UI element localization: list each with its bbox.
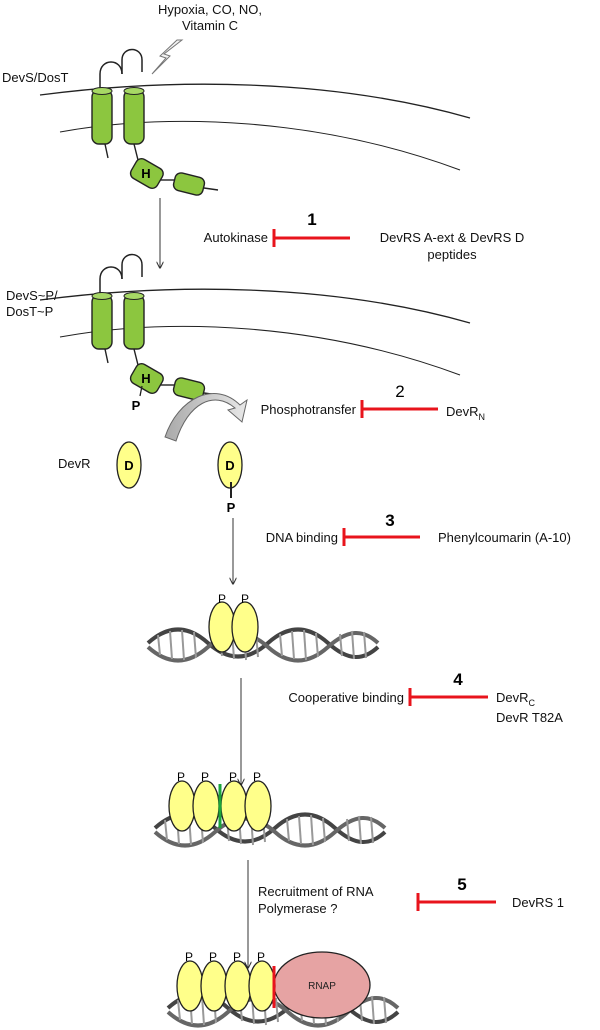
signal-line-1: Hypoxia, CO, NO, <box>158 2 262 17</box>
tetramer-p-3: P <box>229 770 237 784</box>
lightning-bolt-icon <box>151 39 184 75</box>
tetramer-p-4: P <box>253 770 261 784</box>
step-5-process-2: Polymerase ? <box>258 901 337 916</box>
step-4-inhibitor-1: DevRC <box>496 690 536 708</box>
devr-d-domain: D <box>124 458 133 473</box>
inhibition-bar-5 <box>416 893 496 911</box>
step-3-number: 3 <box>385 511 394 530</box>
signal-line-2: Vitamin C <box>182 18 238 33</box>
step-3-process: DNA binding <box>266 530 338 545</box>
step-1-inhibitor-line-1: DevRS A-ext & DevRS D <box>380 230 525 245</box>
sensor-p-label-2: DosT~P <box>6 304 53 319</box>
inhibition-bar-4 <box>408 688 488 706</box>
sensor-p-label-1: DevS~P/ <box>6 288 58 303</box>
devr-label: DevR <box>58 456 91 471</box>
step-2-process: Phosphotransfer <box>261 402 357 417</box>
step-4-number: 4 <box>453 670 463 689</box>
devr-tetramer-rnap <box>176 960 276 1012</box>
step-5-inhibitor: DevRS 1 <box>512 895 564 910</box>
rnap-label: RNAP <box>308 981 336 992</box>
sensor-label: DevS/DosT <box>2 70 69 85</box>
devr-phosphate-label: P <box>227 500 236 515</box>
rnap-p-4: P <box>257 950 265 964</box>
dimer-p-2: P <box>241 592 249 606</box>
tetramer-p-1: P <box>177 770 185 784</box>
step-3-inhibitor: Phenylcoumarin (A-10) <box>438 530 571 545</box>
sensor-kinase-top: H <box>91 48 219 196</box>
dimer-p-1: P <box>218 592 226 606</box>
sensor-phosphate-label: P <box>132 398 141 413</box>
devr-dimer <box>208 601 259 653</box>
phosphotransfer-curved-arrow <box>164 393 248 442</box>
step-2-number: 2 <box>395 382 404 401</box>
inhibition-bar-3 <box>342 528 420 546</box>
h-domain-label: H <box>141 166 150 181</box>
rnap-p-2: P <box>209 950 217 964</box>
rnap-p-3: P <box>233 950 241 964</box>
step-1-process: Autokinase <box>204 230 268 245</box>
step-1-inhibitor-line-2: peptides <box>427 247 477 262</box>
step-1-number: 1 <box>307 210 316 229</box>
step-4-inhibitor-2: DevR T82A <box>496 710 563 725</box>
step-5-number: 5 <box>457 875 466 894</box>
step-4-process: Cooperative binding <box>288 690 404 705</box>
devr-tetramer <box>168 780 272 832</box>
tetramer-p-2: P <box>201 770 209 784</box>
inhibition-bar-2 <box>360 400 438 418</box>
step-2-inhibitor: DevRN <box>446 404 485 422</box>
rnap-p-1: P <box>185 950 193 964</box>
h-domain-label-phospho: H <box>141 371 150 386</box>
dna-helix-1 <box>146 627 380 663</box>
sensor-kinase-phospho: H <box>91 253 219 401</box>
inhibition-bar-1 <box>272 229 350 247</box>
step-5-process-1: Recruitment of RNA <box>258 884 374 899</box>
devr-unphosphorylated <box>116 441 142 489</box>
devr-p-d-domain: D <box>225 458 234 473</box>
